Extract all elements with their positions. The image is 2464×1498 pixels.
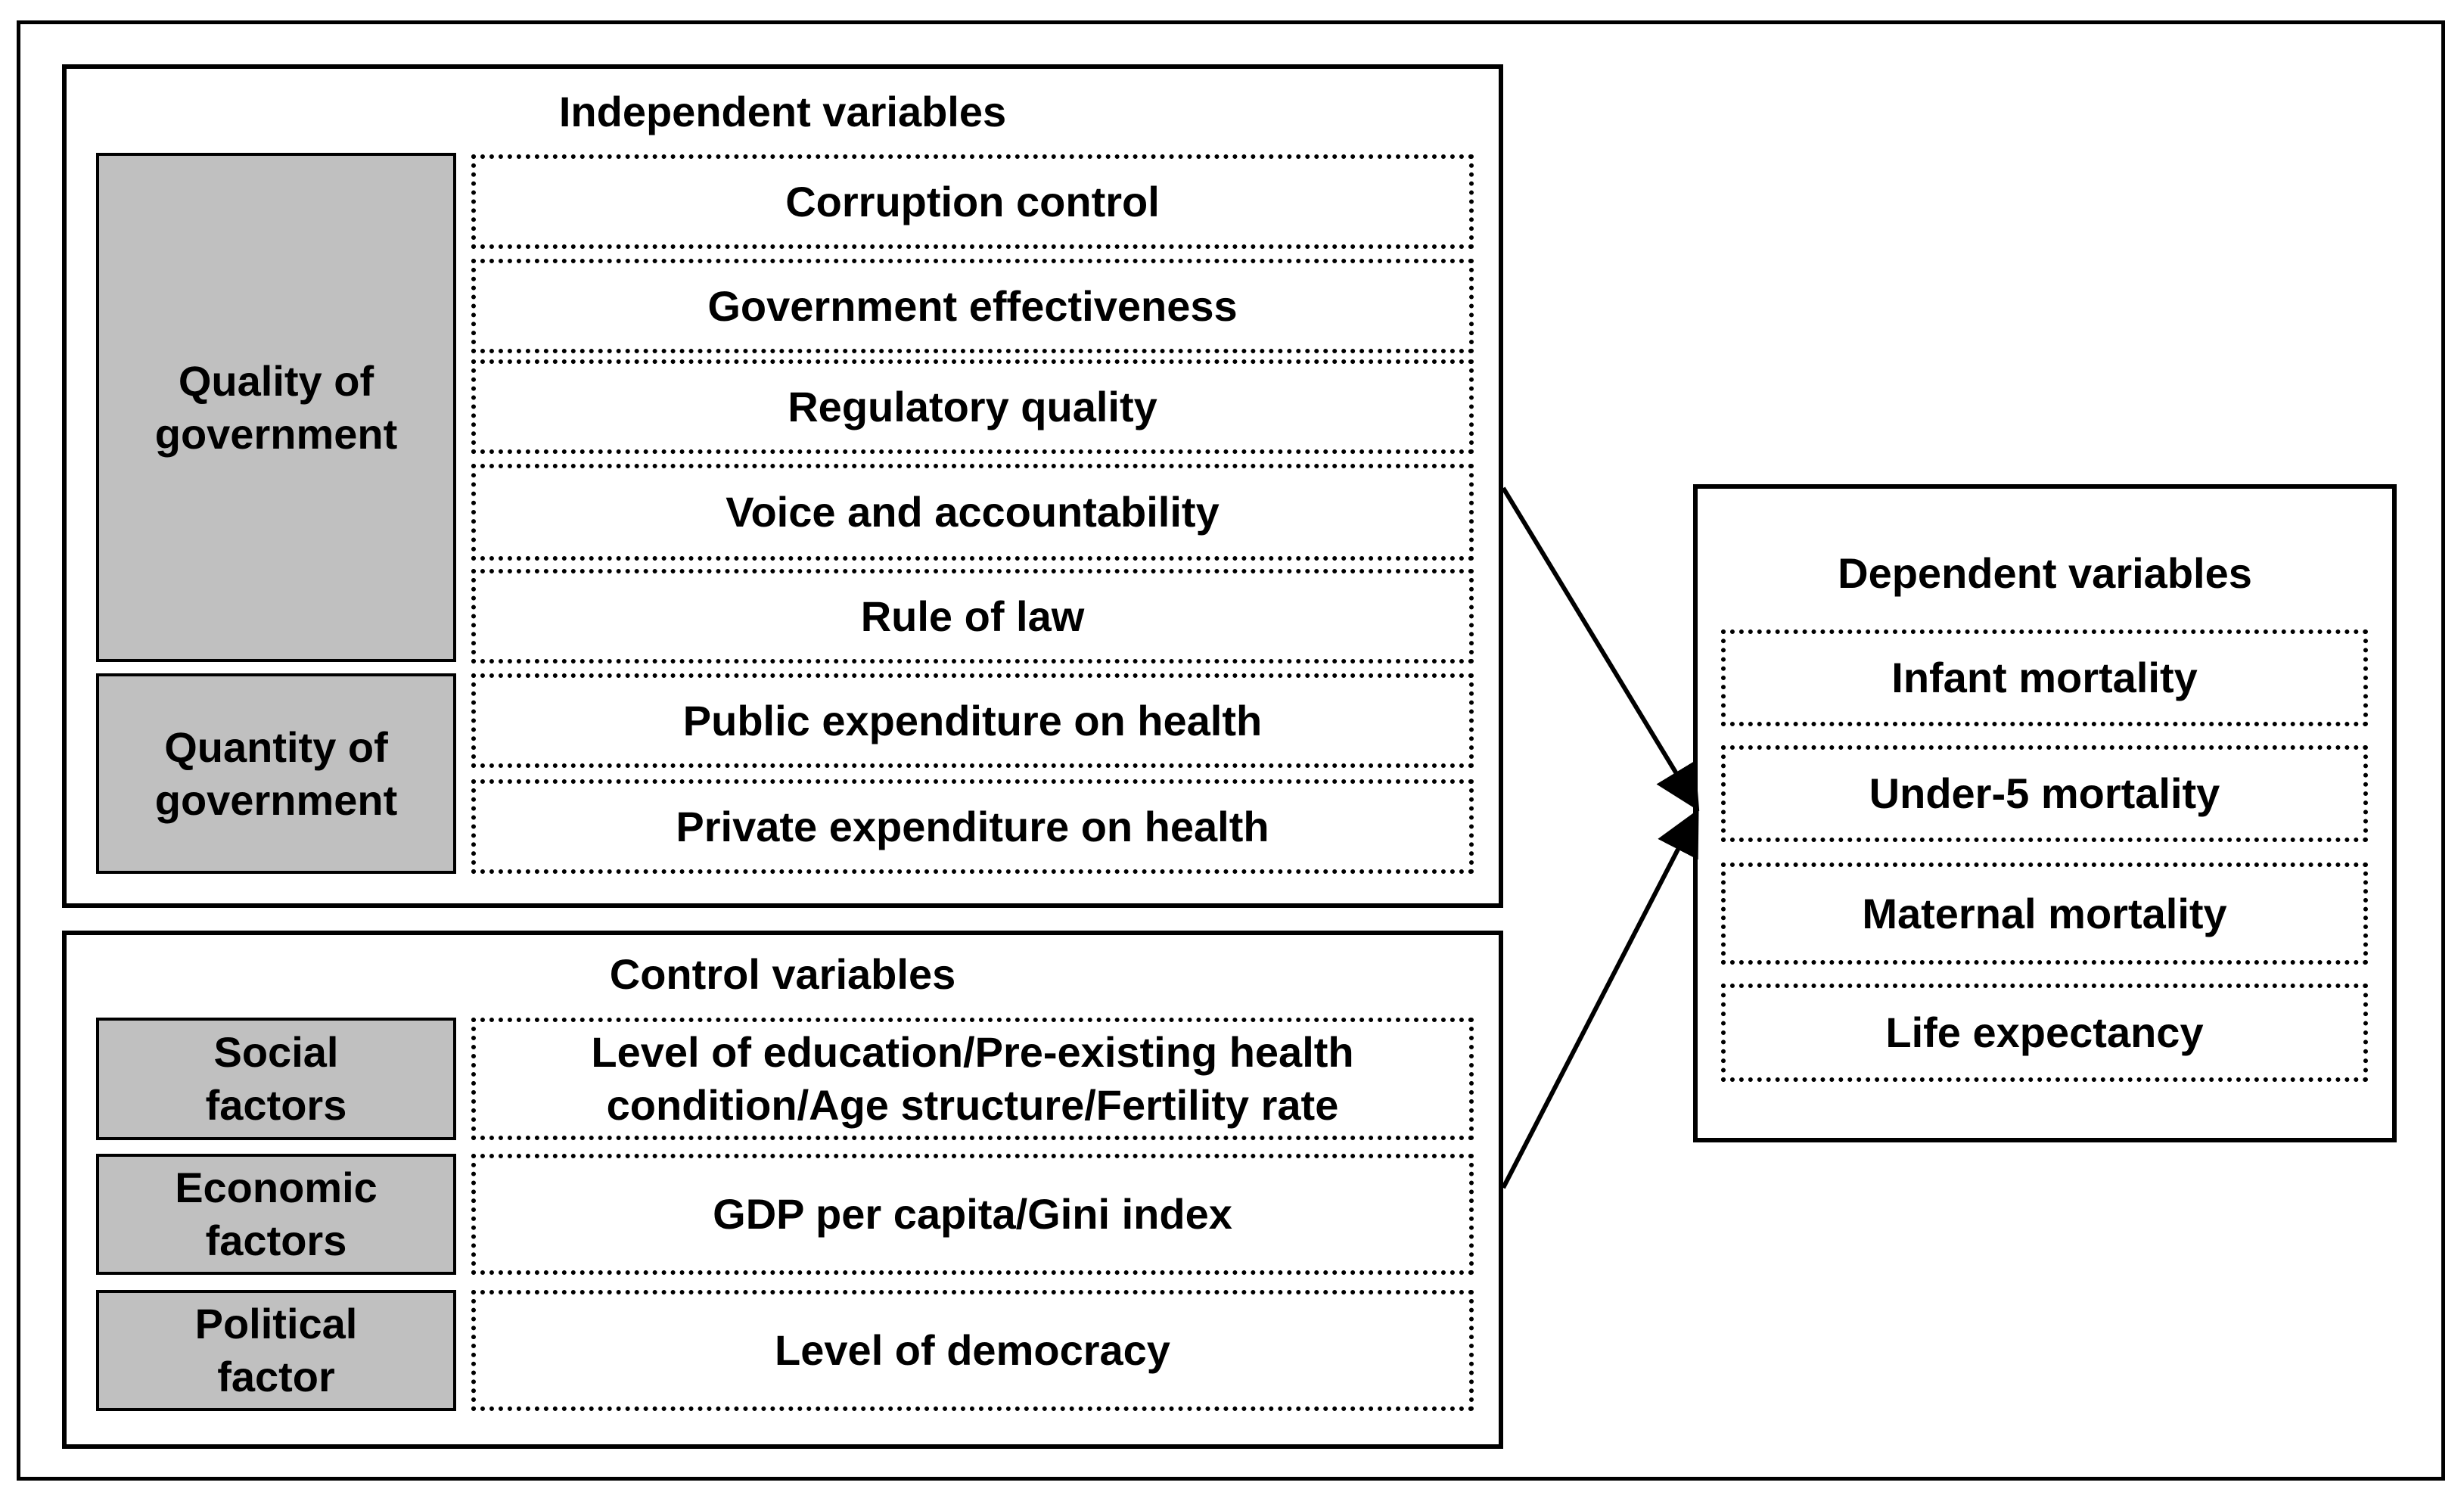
category-quality-of-government: Quality of government (96, 153, 456, 662)
category-social-factors: Social factors (96, 1018, 456, 1140)
variable-label: Rule of law (860, 592, 1085, 640)
category-label: Political factor (194, 1300, 358, 1400)
category-label: Quality of government (154, 356, 398, 458)
outcome-under-5-mortality: Under-5 mortality (1721, 745, 2368, 842)
variable-voice-and-accountability: Voice and accountability (471, 464, 1474, 561)
variable-label: Regulatory quality (788, 382, 1157, 430)
variable-social-factors-list: Level of education/Pre-existing health c… (471, 1018, 1474, 1140)
variable-corruption-control: Corruption control (471, 154, 1474, 249)
variable-label: Corruption control (785, 177, 1160, 225)
variable-government-effectiveness: Government effectiveness (471, 259, 1474, 353)
outcome-label: Under-5 mortality (1869, 769, 2220, 817)
outcome-label: Maternal mortality (1862, 889, 2227, 937)
outer-frame (17, 20, 2445, 1481)
arrow-control-to-dependent (1501, 809, 1699, 1189)
category-label: Social factors (205, 1028, 347, 1129)
outcome-infant-mortality: Infant mortality (1721, 629, 2368, 726)
variable-label: Level of democracy (775, 1326, 1170, 1374)
outcome-life-expectancy: Life expectancy (1721, 984, 2368, 1082)
category-label: Economic factors (175, 1164, 378, 1264)
variable-label: GDP per capita/Gini index (713, 1190, 1232, 1238)
category-economic-factors: Economic factors (96, 1154, 456, 1275)
variable-public-expenditure-on-health: Public expenditure on health (471, 673, 1474, 768)
variable-label: Voice and accountability (726, 488, 1220, 536)
control-variables-title: Control variables (609, 950, 956, 998)
arrow-independent-to-dependent (1501, 486, 1700, 812)
outcome-maternal-mortality: Maternal mortality (1721, 862, 2368, 965)
dependent-variables-title: Dependent variables (1838, 549, 2252, 597)
variable-label: Private expenditure on health (676, 802, 1269, 850)
variable-label: Level of education/Pre-existing health c… (591, 1028, 1354, 1129)
outcome-label: Life expectancy (1885, 1009, 2204, 1056)
category-quantity-of-government: Quantity of government (96, 673, 456, 874)
outcome-label: Infant mortality (1891, 654, 2198, 701)
category-political-factor: Political factor (96, 1290, 456, 1411)
category-label: Quantity of government (154, 723, 398, 824)
variable-level-of-democracy: Level of democracy (471, 1290, 1474, 1411)
variable-private-expenditure-on-health: Private expenditure on health (471, 779, 1474, 874)
variable-label: Public expenditure on health (682, 696, 1263, 744)
independent-variables-title: Independent variables (558, 88, 1007, 135)
variable-rule-of-law: Rule of law (471, 569, 1474, 664)
variable-label: Government effectiveness (707, 281, 1238, 330)
variable-regulatory-quality: Regulatory quality (471, 359, 1474, 454)
variable-gdp-gini: GDP per capita/Gini index (471, 1154, 1474, 1275)
